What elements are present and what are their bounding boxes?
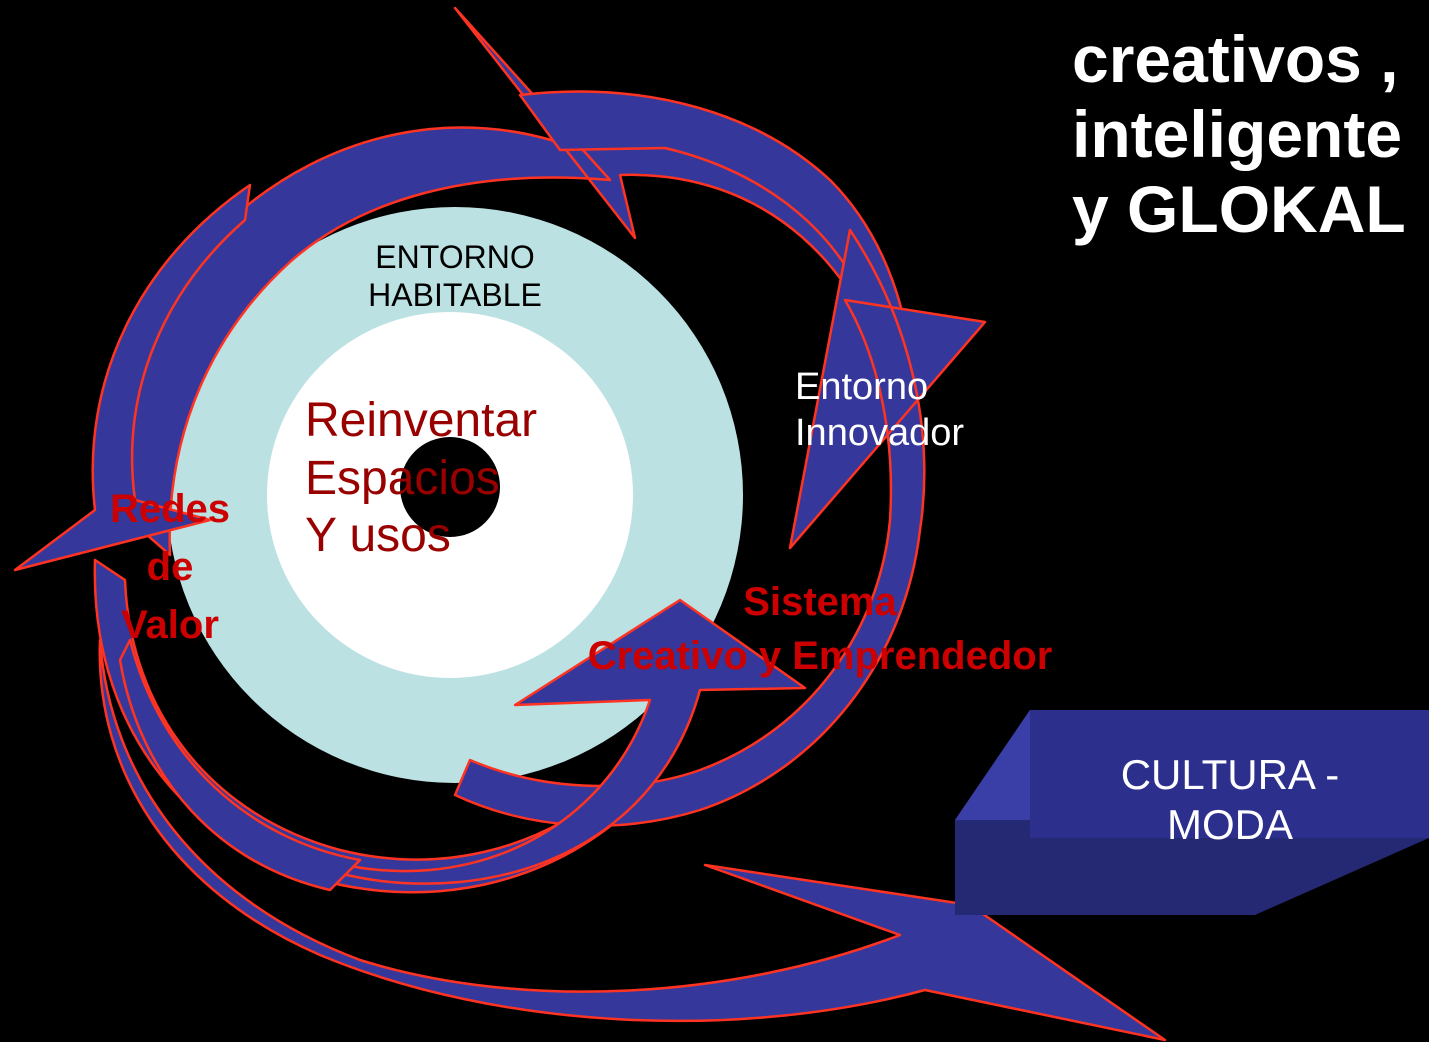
right-cycle-arrow [453,228,987,827]
bottom-cycle-arrow [98,638,1167,1042]
core-circle [400,437,500,537]
inner-circle-label: Reinventar Espacios Y usos [305,394,538,563]
top-cycle-arrow-inner [518,90,912,362]
entorno-innovador-label: Entorno Innovador [795,366,965,454]
sistema-creativo-label: Sistema Creativo y Emprendedor [587,580,1053,678]
cultura-box [955,710,1429,915]
habitable-ring-label: ENTORNO HABITABLE [368,239,542,314]
inner-swirl-arrow [118,638,362,892]
slide-title: creativos , inteligente y GLOKAL [1072,22,1406,247]
redes-de-valor-label: Redes de Valor [109,487,231,647]
left-cycle-arrow [13,183,252,572]
cultura-moda-label: CULTURA - MODA [1120,751,1340,849]
